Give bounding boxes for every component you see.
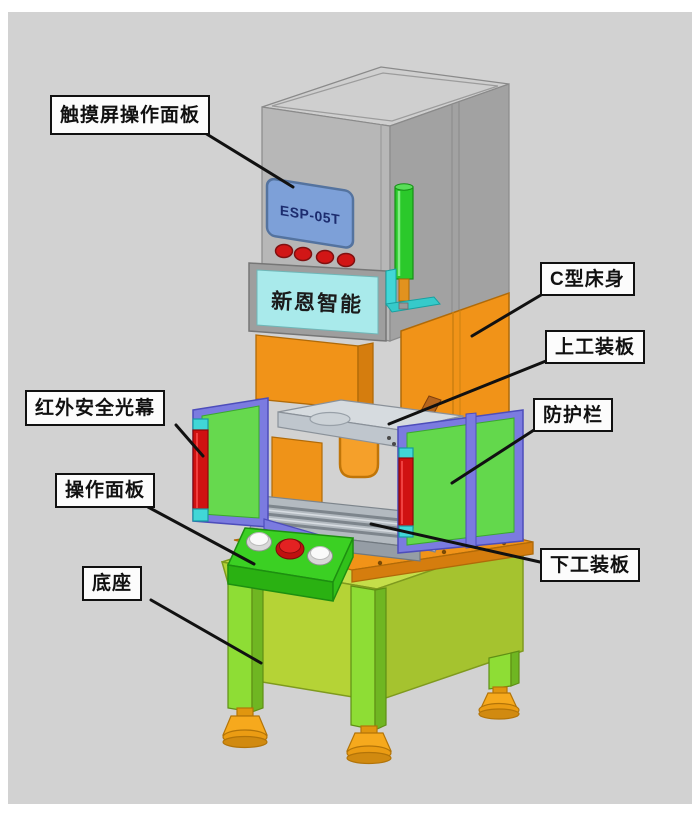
leader-guard-fence [450,428,536,485]
guard-fence-right [397,409,524,554]
label-upper-tooling-plate: 上工装板 [545,330,646,364]
brand-panel: 新恩智能 [248,262,387,342]
label-lower-tooling-plate: 下工装板 [540,548,641,582]
emergency-stop-button[interactable] [275,538,305,560]
leader-upper-tooling-plate [387,359,548,426]
leader-operation-panel [146,505,256,566]
leader-lower-tooling-plate [369,522,542,564]
leveling-feet [222,686,520,765]
label-touchscreen-panel: 触摸屏操作面板 [50,95,211,135]
leader-machine-base [149,598,263,665]
leader-touchscreen-panel [203,131,295,189]
label-machine-base: 底座 [82,566,143,601]
leader-lines [146,131,548,665]
start-button-left[interactable] [246,532,272,552]
guard-fence-left [192,397,269,528]
label-guard-fence: 防护栏 [533,398,614,432]
leader-c-frame-body [470,293,543,338]
ram-column [255,334,374,410]
leader-infrared-safety-curtain [174,423,205,458]
start-button-right[interactable] [307,546,333,566]
touchscreen-display: ESP-05T [265,177,355,249]
label-infrared-safety-curtain: 红外安全光幕 [25,390,166,426]
green-cylinder-unit [385,183,441,313]
head-indicator-buttons [274,243,356,268]
label-c-frame-body: C型床身 [540,262,635,296]
label-operation-panel: 操作面板 [55,473,156,508]
light-curtain-left [192,418,209,522]
brand-text: 新恩智能 [271,289,364,317]
console-buttons [246,532,333,566]
light-curtain-right [398,447,414,538]
